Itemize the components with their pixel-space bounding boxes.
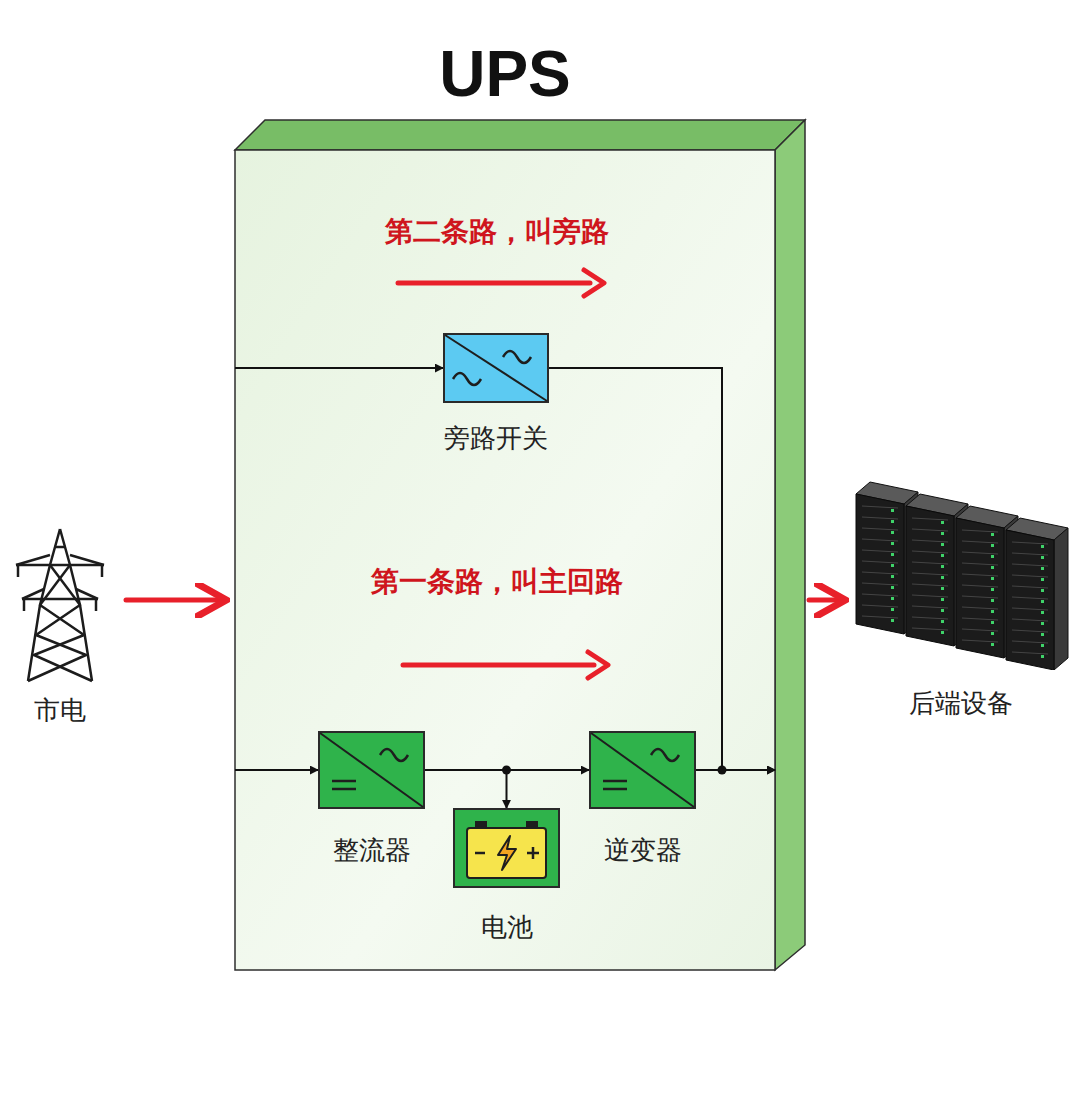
bypass-switch-icon <box>443 333 549 403</box>
junction-dot <box>718 766 727 775</box>
cabinet-top <box>235 120 805 150</box>
circuit-wire <box>506 770 508 808</box>
junction-dot <box>502 766 511 775</box>
rectifier-box-icon <box>318 731 425 809</box>
ups-cabinet: UPS旁路开关整流器电池逆变器 <box>235 150 775 970</box>
bypass-switch: 旁路开关 <box>440 333 552 454</box>
inverter-box: 逆变器 <box>589 731 696 866</box>
circuit-wire <box>235 367 443 369</box>
part-label: 整流器 <box>333 835 411 866</box>
rectifier-box: 整流器 <box>318 731 425 866</box>
path-arrow <box>403 652 608 678</box>
path-arrow <box>398 270 604 296</box>
server-racks-icon <box>852 478 1070 670</box>
battery-box-icon <box>453 808 560 888</box>
power-flow-arrow <box>126 598 223 603</box>
inverter-box-icon <box>589 731 696 809</box>
part-label: 电池 <box>481 912 533 943</box>
part-label: 后端设备 <box>909 688 1013 719</box>
power-grid-tower-icon <box>10 525 110 685</box>
server-racks: 后端设备 <box>852 478 1070 719</box>
part-label: 旁路开关 <box>444 423 548 454</box>
power-flow-arrow <box>809 598 842 603</box>
path-label: 第一条路，叫主回路 <box>371 565 623 599</box>
cabinet-side <box>775 120 805 970</box>
path-label: 第二条路，叫旁路 <box>385 215 609 249</box>
part-label: 市电 <box>34 695 86 726</box>
circuit-wire <box>696 769 775 771</box>
battery-box: 电池 <box>453 808 560 943</box>
part-label: 逆变器 <box>604 835 682 866</box>
circuit-wire <box>235 769 318 771</box>
cabinet-front <box>235 150 775 970</box>
cabinet-title: UPS <box>235 38 775 112</box>
power-grid-tower: 市电 <box>10 525 110 726</box>
